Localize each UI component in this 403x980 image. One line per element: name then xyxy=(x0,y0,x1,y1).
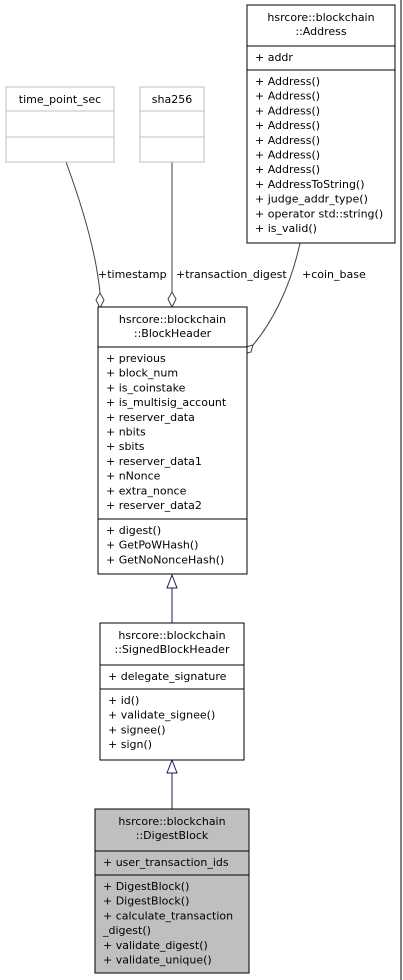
attribute: + nNonce xyxy=(106,470,161,483)
method: + AddressToString() xyxy=(255,178,365,191)
attribute: + sbits xyxy=(106,440,145,453)
class-signed-block-header[interactable]: hsrcore::blockchain::SignedBlockHeader+ … xyxy=(99,622,245,761)
attribute: + is_coinstake xyxy=(106,381,186,394)
class-title: sha256 xyxy=(152,93,192,106)
attribute: + user_transaction_ids xyxy=(103,856,229,869)
attribute: + delegate_signature xyxy=(108,670,227,683)
attribute: + nbits xyxy=(106,426,146,439)
method: + Address() xyxy=(255,163,320,176)
method: + GetPoWHash() xyxy=(106,539,198,552)
class-address[interactable]: hsrcore::blockchain::Address+ addr+ Addr… xyxy=(246,4,396,244)
class-box xyxy=(246,4,396,244)
class-block-header[interactable]: hsrcore::blockchain::BlockHeader+ previo… xyxy=(97,306,248,575)
method: + id() xyxy=(108,694,139,707)
class-title: ::DigestBlock xyxy=(136,829,209,842)
attribute: + reserver_data xyxy=(106,411,195,424)
edge-label-timestamp: +timestamp xyxy=(98,268,167,281)
class-title: time_point_sec xyxy=(19,93,101,106)
method: + Address() xyxy=(255,119,320,132)
attribute: + is_multisig_account xyxy=(106,396,227,409)
inheritance-arrow-signedblockheader xyxy=(166,758,178,774)
class-title: ::SignedBlockHeader xyxy=(115,643,230,656)
method: + Address() xyxy=(255,149,320,162)
class-digest-block[interactable]: hsrcore::blockchain::DigestBlock+ user_t… xyxy=(94,808,250,974)
edge-label-coin-base: +coin_base xyxy=(302,268,366,281)
method: + operator std::string() xyxy=(255,207,383,220)
method: _digest() xyxy=(102,924,151,937)
class-title: hsrcore::blockchain xyxy=(118,629,225,642)
method: + Address() xyxy=(255,90,320,103)
class-box xyxy=(97,306,248,575)
method: + judge_addr_type() xyxy=(255,193,368,206)
method: + is_valid() xyxy=(255,222,317,235)
edge-coin-base xyxy=(252,242,301,346)
method: + Address() xyxy=(255,75,320,88)
method: + calculate_transaction xyxy=(103,909,233,922)
class-title: ::Address xyxy=(295,25,346,38)
attribute: + reserver_data1 xyxy=(106,455,202,468)
class-time-point-sec[interactable]: time_point_sec xyxy=(5,86,115,163)
attribute: + reserver_data2 xyxy=(106,499,202,512)
class-box xyxy=(5,86,115,163)
edge-timestamp xyxy=(65,161,101,294)
attribute: + extra_nonce xyxy=(106,484,187,497)
class-title: hsrcore::blockchain xyxy=(267,11,374,24)
method: + sign() xyxy=(108,738,152,751)
aggregation-diamond-transaction-digest xyxy=(167,290,177,309)
class-title: hsrcore::blockchain xyxy=(119,313,226,326)
aggregation-diamond-timestamp xyxy=(95,291,105,310)
class-title: hsrcore::blockchain xyxy=(118,815,225,828)
method: + Address() xyxy=(255,104,320,117)
attribute: + addr xyxy=(255,51,293,64)
class-box xyxy=(94,808,250,974)
class-title: ::BlockHeader xyxy=(134,327,212,340)
attribute: + previous xyxy=(106,352,166,365)
method: + validate_unique() xyxy=(103,954,212,967)
method: + signee() xyxy=(108,723,166,736)
method: + Address() xyxy=(255,134,320,147)
method: + validate_digest() xyxy=(103,939,208,952)
class-box xyxy=(139,86,205,163)
class-box xyxy=(99,622,245,761)
method: + DigestBlock() xyxy=(103,895,189,908)
class-sha256[interactable]: sha256 xyxy=(139,86,205,163)
method: + DigestBlock() xyxy=(103,880,189,893)
inheritance-arrow-blockheader xyxy=(166,573,178,589)
method: + GetNoNonceHash() xyxy=(106,553,224,566)
method: + digest() xyxy=(106,524,161,537)
attribute: + block_num xyxy=(106,367,178,380)
edge-label-transaction-digest: +transaction_digest xyxy=(176,268,287,281)
method: + validate_signee() xyxy=(108,709,215,722)
